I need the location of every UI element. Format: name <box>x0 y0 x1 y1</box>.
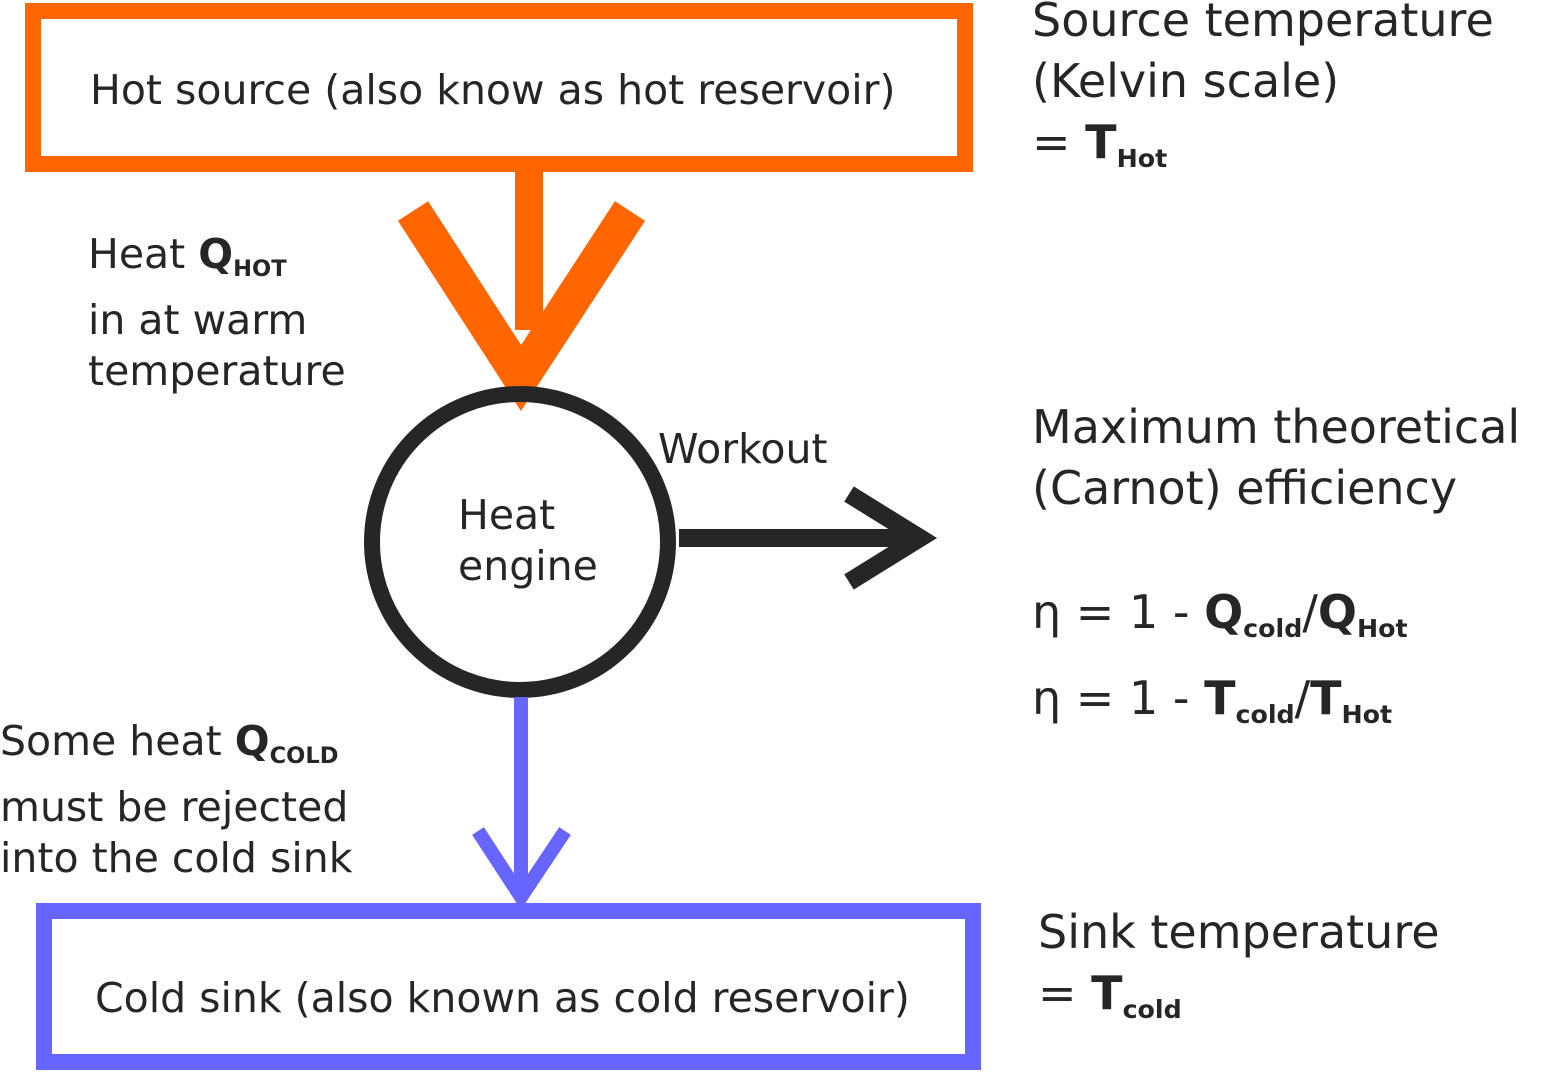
work-out-label: Workout <box>658 425 828 473</box>
efficiency-formula-heat: η = 1 - Qcold/QHot <box>1032 585 1408 643</box>
heat-in-label: Heat QHOT in at warm temperature <box>88 230 346 395</box>
heat-out-label: Some heat QCOLD must be rejected into th… <box>0 717 353 882</box>
efficiency-heading: Maximum theoretical (Carnot) efficiency <box>1032 400 1521 515</box>
heat-out-arrow <box>472 697 571 910</box>
heat-engine-label: Heat engine <box>458 491 598 590</box>
efficiency-formula-temperature: η = 1 - Tcold/THot <box>1032 671 1393 729</box>
heat-in-arrow <box>397 170 646 412</box>
hot-source-box <box>25 3 973 172</box>
cold-sink-label: Cold sink (also known as cold reservoir) <box>95 974 910 1022</box>
sink-temperature-label: Sink temperature = Tcold <box>1038 905 1440 1024</box>
cold-sink-box <box>36 903 981 1070</box>
heat-engine-circle <box>364 386 676 698</box>
hot-source-label: Hot source (also know as hot reservoir) <box>90 66 896 114</box>
source-temperature-label: Source temperature (Kelvin scale) = THot <box>1032 0 1494 173</box>
work-out-arrow <box>679 486 938 590</box>
